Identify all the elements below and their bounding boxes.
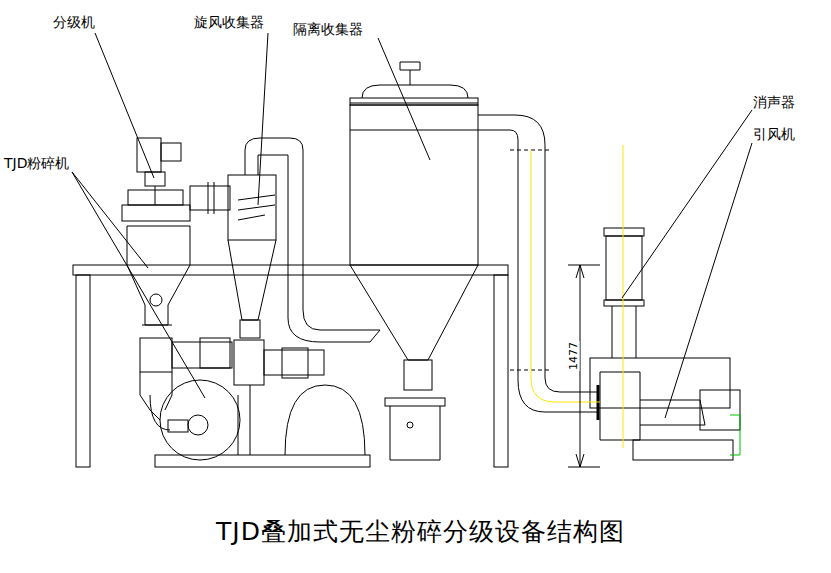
part-label: 旋风收集器 bbox=[193, 12, 265, 31]
part-label: 分级机 bbox=[52, 12, 96, 31]
part-name: 隔离收集器 bbox=[292, 21, 364, 37]
dimension-label: 1477 bbox=[562, 341, 581, 371]
dimension-text: 1477 bbox=[567, 341, 580, 371]
part-name: 引风机 bbox=[752, 126, 796, 142]
part-name: 旋风收集器 bbox=[193, 14, 265, 30]
part-label: 隔离收集器 bbox=[292, 19, 364, 38]
part-name: 消声器 bbox=[752, 94, 796, 110]
part-label: 消声器 bbox=[752, 92, 796, 111]
part-name: TJD粉碎机 bbox=[3, 155, 70, 171]
part-label: TJD粉碎机 bbox=[3, 153, 70, 172]
part-label: 引风机 bbox=[752, 124, 796, 143]
caption-text: TJD叠加式无尘粉碎分级设备结构图 bbox=[215, 517, 626, 546]
caption: TJD叠加式无尘粉碎分级设备结构图 bbox=[215, 518, 626, 546]
part-name: 分级机 bbox=[52, 14, 96, 30]
